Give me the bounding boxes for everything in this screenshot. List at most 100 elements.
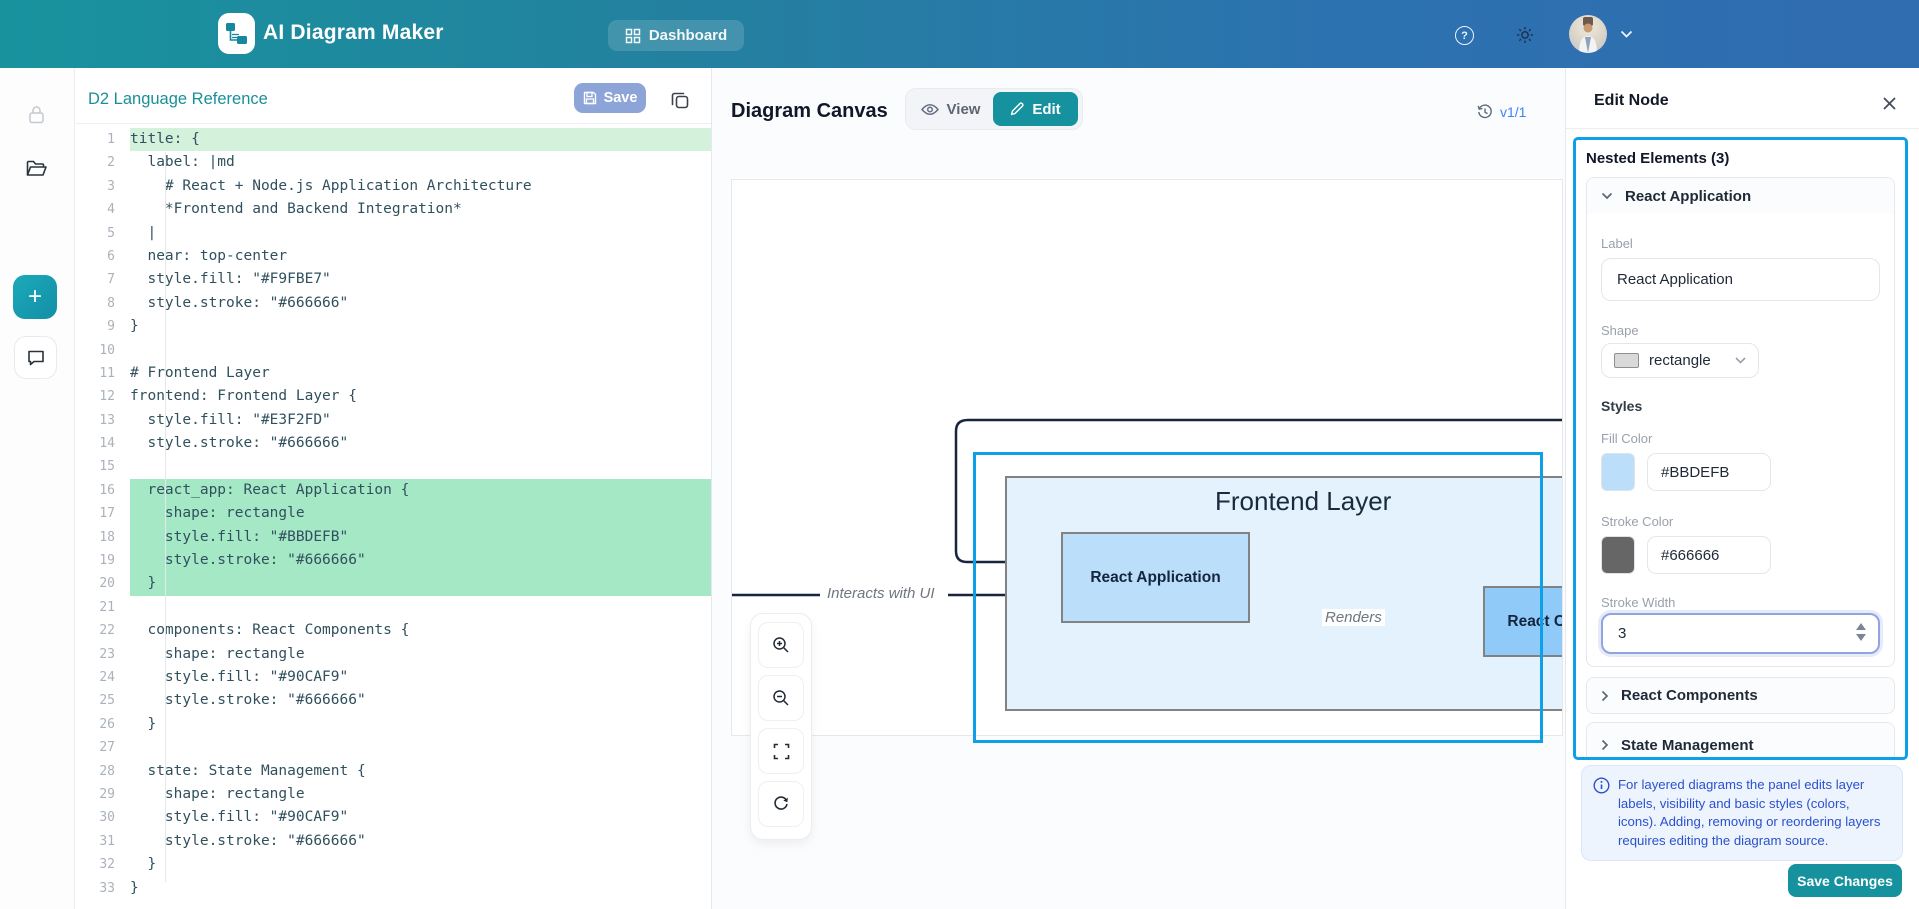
stroke-width-input[interactable] [1601,613,1880,654]
code-text: label: |md [130,154,235,171]
code-text: near: top-center [130,247,288,264]
number-stepper[interactable] [1856,623,1866,641]
view-tab[interactable]: View [910,92,991,126]
grid-icon [625,28,641,43]
copy-icon [671,92,688,108]
zoom-in-button[interactable] [758,622,804,668]
code-line: 3 # React + Node.js Application Architec… [75,175,711,198]
theme-toggle-sun-icon[interactable] [1516,26,1534,44]
editor-title: D2 Language Reference [88,90,268,108]
chat-button[interactable] [14,336,57,379]
code-line: 33} [75,877,711,900]
line-number: 16 [99,482,115,498]
code-line: 7 style.fill: "#F9FBE7" [75,268,711,291]
edit-tab[interactable]: Edit [993,92,1078,126]
code-line: 21 [75,596,711,619]
code-text: style.fill: "#90CAF9" [130,809,349,826]
panel-title: Edit Node [1594,92,1669,109]
accordion-react-application-header[interactable]: React Application [1587,178,1894,214]
code-line: 31 style.stroke: "#666666" [75,830,711,853]
edit-label: Edit [1032,100,1061,118]
shape-dropdown[interactable]: rectangle [1601,343,1759,378]
accordion-state-management-header[interactable]: State Management [1587,723,1894,757]
line-number: 20 [99,576,115,592]
fill-color-input[interactable] [1647,453,1771,491]
diagram-canvas[interactable]: Frontend Layer React Application React C… [731,179,1563,736]
info-icon [1593,777,1610,794]
user-avatar[interactable] [1569,15,1607,53]
code-line: 20 } [75,572,711,596]
code-line: 24 style.fill: "#90CAF9" [75,666,711,689]
code-text: *Frontend and Backend Integration* [130,201,462,218]
help-icon[interactable]: ? [1455,26,1474,45]
chevron-down-icon [1601,192,1613,200]
pencil-icon [1011,102,1024,116]
editor-header: D2 Language Reference Save [75,68,711,124]
stroke-color-input[interactable] [1647,536,1771,574]
code-text: frontend: Frontend Layer { [130,388,357,405]
code-text: } [130,318,139,335]
code-line: 5 | [75,222,711,245]
line-number: 25 [99,693,115,709]
edit-node-panel: Edit Node Nested Elements (3) React Appl… [1565,68,1919,909]
folder-open-icon[interactable] [26,160,47,182]
stepper-down-icon[interactable] [1856,634,1866,641]
dashboard-button[interactable]: Dashboard [608,20,744,51]
code-line: 25 style.stroke: "#666666" [75,689,711,712]
stroke-color-swatch[interactable] [1601,536,1635,574]
code-text [130,736,711,759]
styles-header: Styles [1601,398,1643,414]
line-number: 13 [99,412,115,428]
react-application-node[interactable]: React Application [1061,532,1250,623]
close-panel-button[interactable] [1878,92,1900,114]
add-diagram-button[interactable]: + [13,275,57,319]
top-navbar: AI Diagram Maker Dashboard ? [0,0,1919,68]
plus-icon: + [27,283,42,310]
node-label: React Components [1507,612,1562,630]
accordion-react-components: React Components [1586,677,1895,714]
line-number: 8 [107,295,115,311]
edge-label-interacts: Interacts with UI [824,585,938,602]
code-line: 18 style.fill: "#BBDEFB" [75,525,711,550]
react-components-node[interactable]: React Components [1483,586,1562,657]
code-text: # Frontend Layer [130,364,270,381]
accordion-react-application: React Application Label Shape rectangle … [1586,177,1895,667]
line-number: 21 [99,599,115,615]
lock-icon[interactable] [28,105,45,129]
fill-color-label: Fill Color [1601,431,1653,446]
fit-view-button[interactable] [758,728,804,774]
code-line: 29 shape: rectangle [75,783,711,806]
line-number: 15 [99,459,115,475]
line-number: 4 [107,202,115,218]
code-text: | [130,224,157,241]
fill-color-swatch[interactable] [1601,453,1635,491]
code-line: 11# Frontend Layer [75,362,711,385]
zoom-toolbar [750,613,812,840]
code-text: shape: rectangle [130,645,305,662]
accordion-react-components-header[interactable]: React Components [1587,678,1894,713]
canvas-title: Diagram Canvas [731,100,888,122]
tool-sidebar: + [0,68,75,909]
stroke-color-row [1601,536,1880,574]
nested-elements-section: Nested Elements (3) React Application La… [1573,137,1908,760]
account-chevron-down-icon[interactable] [1620,30,1633,39]
label-input[interactable] [1601,258,1880,301]
reset-view-button[interactable] [758,781,804,827]
line-number: 23 [99,646,115,662]
stepper-up-icon[interactable] [1856,623,1866,630]
line-number: 1 [107,132,115,147]
version-history[interactable]: v1/1 [1477,104,1526,120]
dashboard-label: Dashboard [648,27,728,44]
zoom-out-button[interactable] [758,675,804,721]
info-text: For layered diagrams the panel edits lay… [1618,777,1881,848]
line-number: 9 [107,319,115,335]
fit-view-icon [773,743,789,759]
code-line: 16 react_app: React Application { [75,478,711,503]
code-text [130,339,711,362]
copy-code-button[interactable] [667,87,692,112]
app-title: AI Diagram Maker [263,21,444,44]
save-button[interactable]: Save [574,83,646,113]
save-changes-button[interactable]: Save Changes [1788,864,1902,897]
code-text: style.stroke: "#666666" [130,549,711,573]
